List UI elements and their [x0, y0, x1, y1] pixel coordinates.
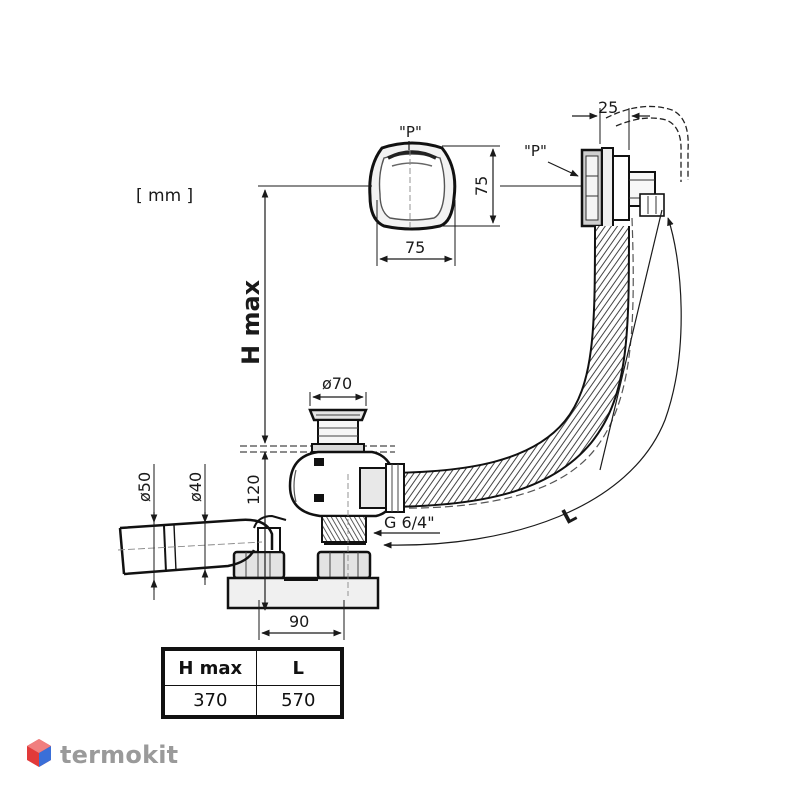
table-header-l: L — [255, 650, 342, 686]
overflow-cap-front-view — [368, 141, 457, 231]
hose-length-label: L — [558, 502, 581, 529]
pipe-id-value: ø40 — [186, 472, 205, 502]
cap-height-value: 75 — [472, 176, 491, 196]
brand-watermark: termokit — [26, 738, 178, 772]
thread-label: G 6/4" — [384, 513, 435, 532]
pipe-od-value: ø50 — [135, 472, 154, 502]
p-leader-side — [547, 161, 579, 177]
brand-name: termokit — [60, 741, 179, 769]
p-label-side: "P" — [524, 142, 547, 160]
hose-length-dim-arc — [383, 217, 682, 549]
dimension-table: H max L 370 570 — [161, 647, 344, 719]
p-label-front: "P" — [399, 123, 422, 141]
table-cell-hmax: 370 — [164, 685, 257, 716]
waste-dia-value: ø70 — [322, 374, 352, 393]
hmax-label: H max — [237, 279, 265, 365]
waste-assembly — [226, 408, 405, 610]
outlet-pipe — [117, 518, 274, 576]
overflow-fitting-side-view — [580, 105, 689, 229]
unit-label: [ mm ] — [136, 186, 193, 206]
hexagon-logo-icon — [26, 738, 52, 772]
trap-height-value: 120 — [244, 474, 263, 505]
base-width-value: 90 — [289, 612, 309, 631]
table-header-row: H max L — [164, 650, 342, 686]
cap-width-value: 75 — [405, 238, 425, 257]
depth-value: 25 — [598, 98, 618, 117]
table-row: 370 570 — [164, 685, 342, 716]
table-header-hmax: H max — [164, 650, 257, 686]
table-cell-l: 570 — [255, 685, 342, 716]
